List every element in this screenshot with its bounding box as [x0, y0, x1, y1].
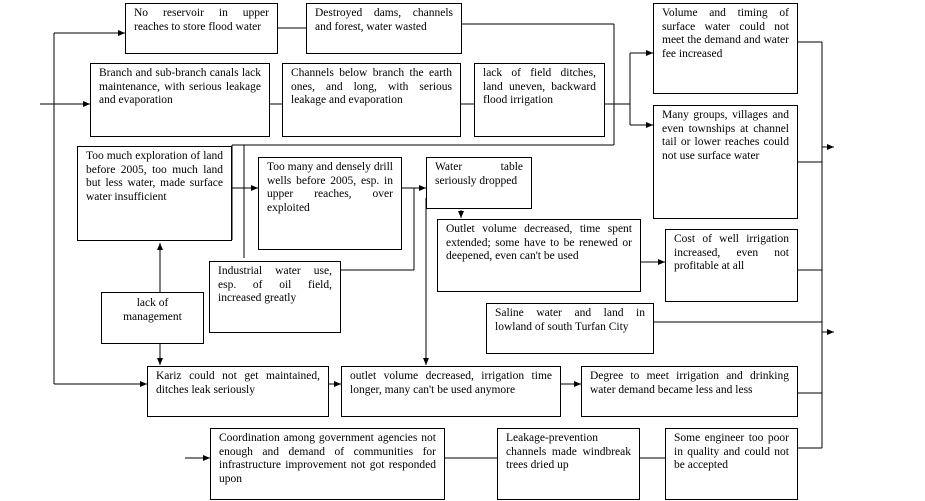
box-leakage-prevention: Leakage-prevention channels made windbre… — [497, 428, 640, 500]
box-coordination: Coordination among government agencies n… — [210, 428, 445, 500]
box-volume-timing: Volume and timing of surface water could… — [653, 3, 798, 94]
box-no-reservoir: No reservoir in upper reaches to store f… — [125, 3, 278, 54]
box-engineer: Some engineer too poor in quality and co… — [665, 428, 798, 500]
box-branch-canals: Branch and sub-branch canals lack mainte… — [90, 63, 270, 137]
box-destroyed-dams: Destroyed dams, channels and forest, wat… — [306, 3, 462, 54]
box-channels-below: Channels below branch the earth ones, an… — [282, 63, 461, 137]
box-outlet-volume-wells: Outlet volume decreased, time spent exte… — [437, 219, 641, 292]
box-saline-water: Saline water and land in lowland of sout… — [486, 303, 654, 354]
box-degree-meet: Degree to meet irrigation and drinking w… — [581, 366, 798, 417]
box-drill-wells: Too many and densely drill wells before … — [258, 157, 402, 250]
box-industrial-water: Industrial water use, esp. of oil field,… — [209, 261, 341, 333]
box-cost-well: Cost of well irrigation increased, even … — [665, 229, 798, 302]
box-field-ditches: lack of field ditches, land uneven, back… — [474, 63, 605, 137]
box-lack-management: lack of management — [101, 292, 204, 344]
box-kariz: Kariz could not get maintained, ditches … — [147, 366, 329, 417]
box-many-groups: Many groups, villages and even townships… — [653, 105, 798, 219]
box-outlet-volume-kariz: outlet volume decreased, irrigation time… — [341, 366, 561, 417]
box-too-much-exploration: Too much exploration of land before 2005… — [77, 146, 232, 241]
box-water-table: Water table seriously dropped — [426, 157, 532, 209]
